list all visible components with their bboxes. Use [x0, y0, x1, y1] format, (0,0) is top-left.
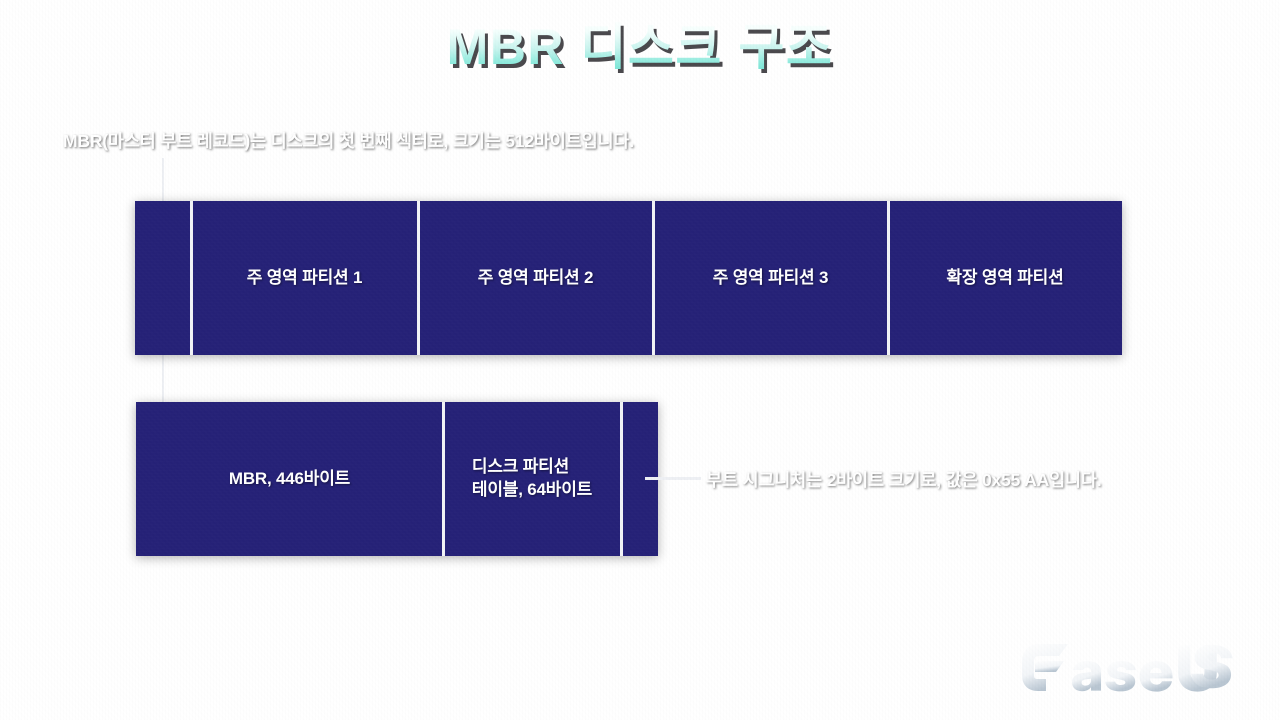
segment-primary-1[interactable]: 주 영역 파티션 1 — [191, 201, 418, 355]
page-title: MBR 디스크 구조 — [0, 18, 1280, 77]
segment-divider — [620, 402, 623, 556]
segment-partition-table[interactable]: 디스크 파티션 테이블, 64바이트 — [443, 402, 621, 556]
easeus-logo — [1022, 638, 1244, 696]
segment-label-partition-table: 디스크 파티션 테이블, 64바이트 — [471, 457, 593, 499]
segment-label-primary-2: 주 영역 파티션 2 — [477, 267, 594, 287]
segment-divider — [417, 201, 420, 355]
segment-label-boot-code: MBR, 446바이트 — [228, 468, 351, 488]
segment-extended[interactable]: 확장 영역 파티션 — [888, 201, 1122, 355]
segment-boot-code[interactable]: MBR, 446바이트 — [136, 402, 443, 556]
mbr-description-caption: MBR(마스터 부트 레코드)는 디스크의 첫 번째 섹터로, 크기는 512바… — [63, 131, 634, 151]
connector-line-caption — [162, 158, 164, 203]
segment-label-extended: 확장 영역 파티션 — [946, 267, 1064, 287]
mbr-detail-bar: MBR, 446바이트 디스크 파티션 테이블, 64바이트 — [136, 402, 658, 556]
segment-label-primary-3: 주 영역 파티션 3 — [712, 267, 829, 287]
segment-divider — [442, 402, 445, 556]
disk-partition-bar: 주 영역 파티션 1 주 영역 파티션 2 주 영역 파티션 3 확장 영역 파티션 — [135, 201, 1122, 355]
segment-primary-3[interactable]: 주 영역 파티션 3 — [653, 201, 888, 355]
segment-label-primary-1: 주 영역 파티션 1 — [246, 267, 363, 287]
segment-mbr[interactable] — [135, 201, 191, 355]
connector-line-detail — [162, 354, 164, 402]
connector-line-signature — [645, 477, 701, 480]
segment-primary-2[interactable]: 주 영역 파티션 2 — [418, 201, 653, 355]
boot-signature-caption: 부트 시그니처는 2바이트 크기로, 값은 0x55 AA입니다. — [706, 470, 1102, 490]
segment-divider — [190, 201, 193, 355]
segment-divider — [887, 201, 890, 355]
segment-divider — [652, 201, 655, 355]
